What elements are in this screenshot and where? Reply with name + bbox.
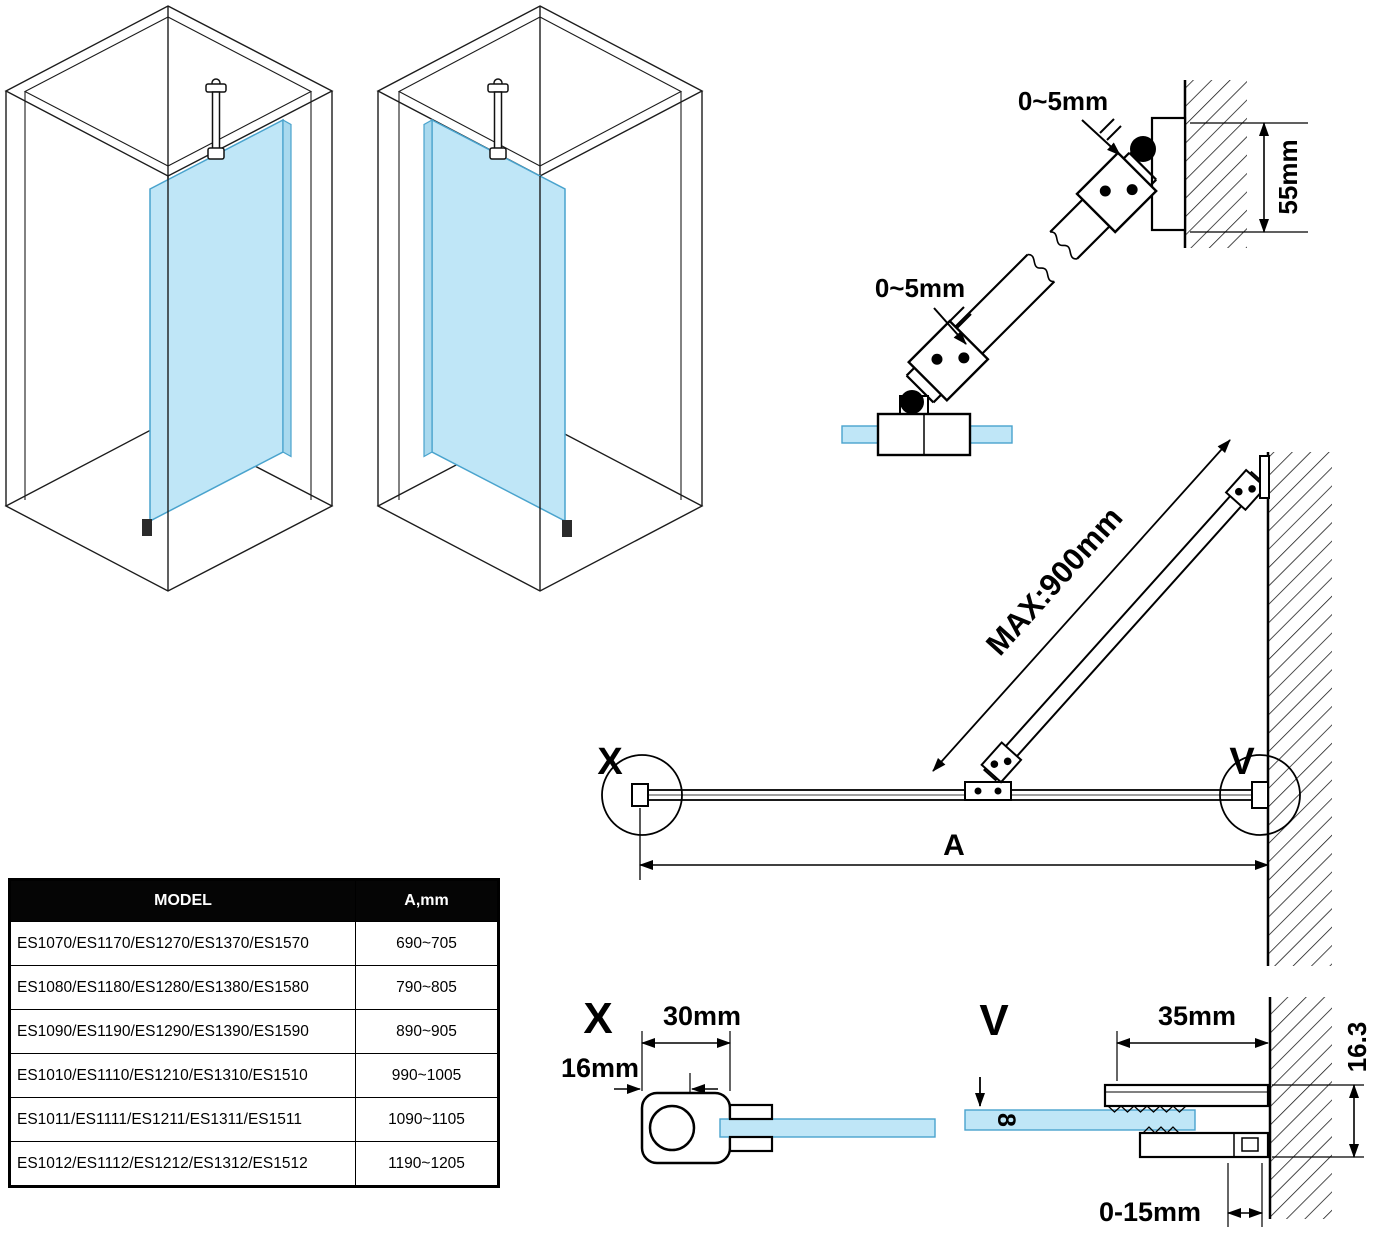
plan-view: MAX:900mm X V A <box>597 439 1332 966</box>
wall-profile <box>1103 1083 1270 1159</box>
table-row: ES1090/ES1190/ES1290/ES1390/ES1590 890~9… <box>9 1009 499 1054</box>
end-profile-body <box>640 1091 732 1165</box>
wall-pivot <box>1130 136 1156 162</box>
iso-view-right <box>376 5 704 592</box>
wall-hatch <box>1270 997 1332 1219</box>
section-detail-x: X 30mm 16mm <box>561 994 936 1165</box>
iso-view-left <box>4 5 334 592</box>
detail-x-label: X <box>597 741 623 783</box>
glass-panel <box>149 118 292 523</box>
model-cell: ES1090/ES1190/ES1290/ES1390/ES1590 <box>9 1009 356 1054</box>
model-cell: ES1080/ES1180/ES1280/ES1380/ES1580 <box>9 965 356 1010</box>
wall-mount-plate <box>1150 116 1187 232</box>
floor-bracket <box>142 519 152 536</box>
screw-dot <box>1126 184 1138 196</box>
table-row: ES1012/ES1112/ES1212/ES1312/ES1512 1190~… <box>9 1141 499 1187</box>
detail-v-circle <box>1219 754 1301 836</box>
bar-wall-plate <box>1259 455 1270 499</box>
a-cell: 790~805 <box>355 965 499 1010</box>
width-dimension <box>641 1031 731 1091</box>
a-cell: 890~905 <box>355 1009 499 1054</box>
gap-top-pointer <box>1081 118 1122 156</box>
a-cell: 1190~1205 <box>355 1141 499 1187</box>
detail-label: V <box>979 996 1009 1045</box>
a-dimension-label: A <box>943 829 965 862</box>
table-row: ES1080/ES1180/ES1280/ES1380/ES1580 790~8… <box>9 965 499 1010</box>
glass-section <box>719 1118 936 1138</box>
model-dimension-table: MODEL A,mm ES1070/ES1170/ES1270/ES1370/E… <box>8 878 500 1188</box>
a-cell: 1090~1105 <box>355 1097 499 1142</box>
bar-connector <box>964 781 1012 801</box>
detail-v-label: V <box>1229 741 1255 783</box>
gap-bottom-pointer <box>933 306 972 345</box>
profile-height-dimension <box>1272 1084 1364 1158</box>
detail-x-circle <box>601 754 683 836</box>
upper-clamp <box>1075 151 1158 234</box>
glass-panel <box>423 118 566 523</box>
table-row: ES1011/ES1111/ES1211/ES1311/ES1511 1090~… <box>9 1097 499 1142</box>
ceiling-support-rod <box>487 78 509 160</box>
wall-hatch <box>1268 452 1332 966</box>
a-cell: 990~1005 <box>355 1053 499 1098</box>
glass-panel-plan <box>639 789 1269 801</box>
table-header-row: MODEL A,mm <box>9 879 499 922</box>
width-dimension <box>1116 1031 1269 1081</box>
section-detail-v: V 35mm 16.3 8 0-15mm <box>964 996 1372 1227</box>
glass-section <box>964 1109 1196 1131</box>
depth-label: 16mm <box>561 1053 639 1083</box>
gap-bottom-label: 0~5mm <box>875 273 965 303</box>
model-cell: ES1070/ES1170/ES1270/ES1370/ES1570 <box>9 921 356 966</box>
profile-height-label: 16.3 <box>1342 1022 1372 1073</box>
screw-dot <box>958 352 970 364</box>
detail-label: X <box>583 994 612 1043</box>
width-label: 30mm <box>663 1001 741 1031</box>
screw-dot <box>1099 185 1111 197</box>
lower-clamp <box>907 319 990 402</box>
gap-top-label: 0~5mm <box>1018 86 1108 116</box>
clamp-arm-top <box>728 1103 774 1121</box>
screw-dot <box>931 353 943 365</box>
height-dimension <box>1190 122 1308 233</box>
col-header-model: MODEL <box>9 879 356 922</box>
floor-bracket <box>562 520 572 537</box>
end-profile-bore <box>648 1104 696 1152</box>
model-cell: ES1011/ES1111/ES1211/ES1311/ES1511 <box>9 1097 356 1142</box>
wall-end-profile <box>1251 781 1269 809</box>
model-cell: ES1012/ES1112/ES1212/ES1312/ES1512 <box>9 1141 356 1187</box>
table-row: ES1070/ES1170/ES1270/ES1370/ES1570 690~7… <box>9 921 499 966</box>
free-end-profile <box>631 783 649 807</box>
col-header-a: A,mm <box>355 879 499 922</box>
table-row: ES1010/ES1110/ES1210/ES1310/ES1510 990~1… <box>9 1053 499 1098</box>
glass-thickness-label: 8 <box>992 1113 1020 1127</box>
a-cell: 690~705 <box>355 921 499 966</box>
support-bar <box>905 151 1158 404</box>
bar-pivot <box>900 390 924 414</box>
adjust-range-label: 0-15mm <box>1099 1197 1201 1227</box>
support-bar-mount-detail: 55mm 0~5mm 0~5mm <box>841 80 1308 457</box>
model-cell: ES1010/ES1110/ES1210/ES1310/ES1510 <box>9 1053 356 1098</box>
wall-hatch <box>1185 80 1247 248</box>
adjust-range-dimension <box>1227 1163 1263 1227</box>
ceiling-support-rod <box>205 78 227 160</box>
max-length-dimension <box>932 439 1231 772</box>
clamp-arm-bottom <box>728 1135 774 1153</box>
height-dimension-label: 55mm <box>1273 139 1303 214</box>
width-label: 35mm <box>1158 1001 1236 1031</box>
